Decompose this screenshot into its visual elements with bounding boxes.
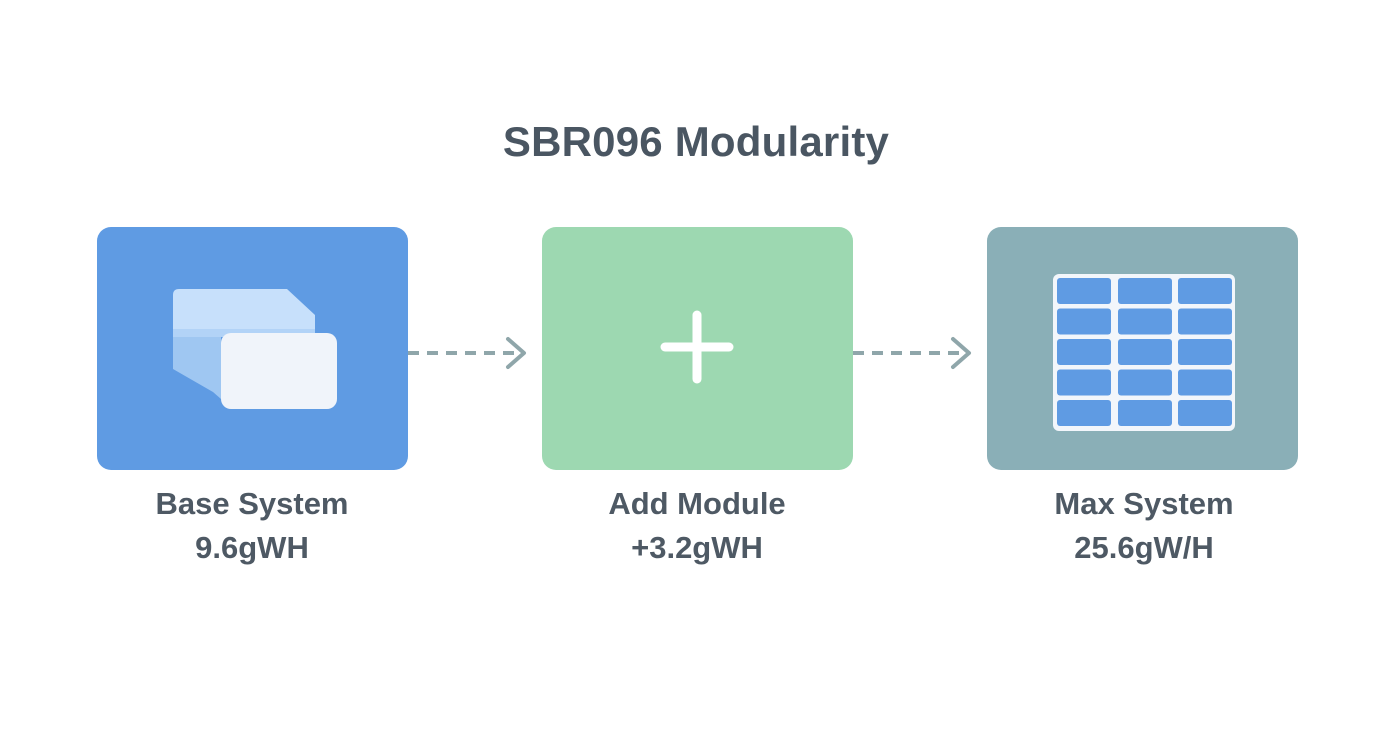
base-system-card (97, 227, 408, 470)
max-system-card (987, 227, 1298, 470)
battery-module-cell (1118, 278, 1172, 304)
arrow-right-icon (408, 337, 526, 369)
battery-module-cell (1057, 278, 1111, 304)
module-grid-icon (987, 227, 1298, 470)
add-module-label: Add Module (608, 486, 786, 521)
battery-module-cell (1178, 339, 1232, 365)
add-module-card (542, 227, 853, 470)
battery-module-cell (1057, 308, 1111, 335)
battery-module-cell (1178, 400, 1232, 426)
battery-module-cell (1178, 308, 1232, 335)
arrow-right-icon (853, 337, 971, 369)
battery-module-cell (1057, 400, 1111, 426)
battery-module-cell (1057, 369, 1111, 396)
battery-module-cell (1118, 339, 1172, 365)
battery-module-cell (1118, 308, 1172, 335)
battery-stack-icon (97, 227, 408, 470)
add-module-capacity: +3.2gWH (631, 530, 763, 565)
battery-module-cell (1118, 400, 1172, 426)
max-system-capacity: 25.6gW/H (1074, 530, 1214, 565)
diagram-title: SBR096 Modularity (502, 118, 890, 165)
base-system-capacity: 9.6gWH (195, 530, 309, 565)
battery-module-cell (1178, 369, 1232, 396)
max-system-label: Max System (1054, 486, 1234, 521)
battery-module-cell (1057, 339, 1111, 365)
battery-module-cell (1118, 369, 1172, 396)
base-system-label: Base System (155, 486, 349, 521)
plus-icon (542, 227, 853, 470)
battery-module-cell (1178, 278, 1232, 304)
